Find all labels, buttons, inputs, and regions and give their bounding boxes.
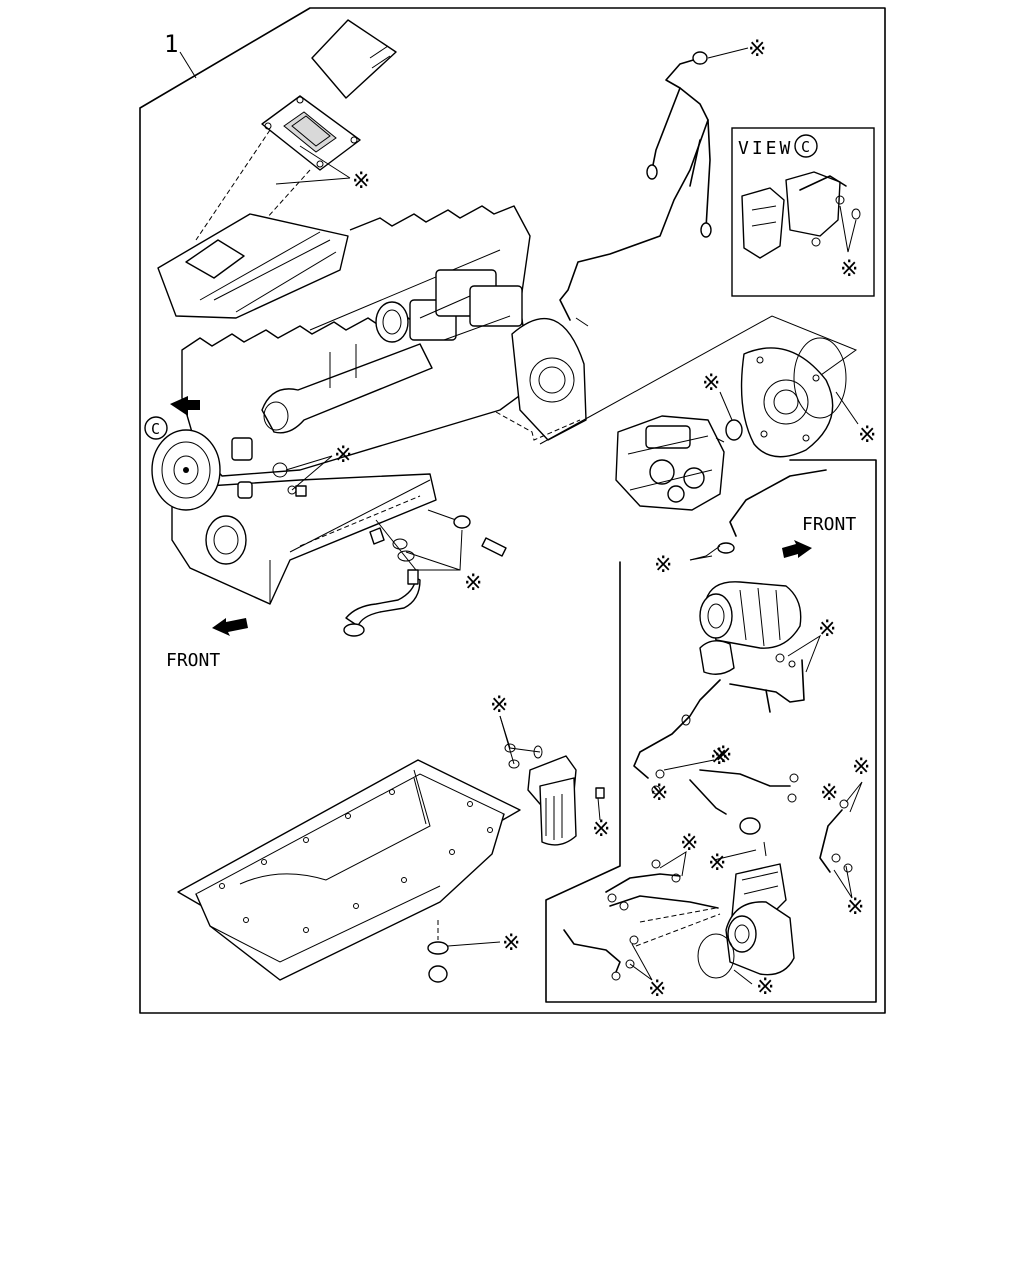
supply-mark: ※: [852, 755, 870, 780]
supply-mark: ※: [490, 693, 508, 718]
injection-pump-assembly: [615, 337, 859, 511]
view-c-detail: VIEW C: [731, 127, 875, 297]
supply-mark: ※: [352, 169, 370, 194]
turbo-section-frame: [545, 459, 877, 1003]
supply-mark: ※: [708, 851, 726, 876]
supply-mark: ※: [502, 931, 520, 956]
supply-mark: ※: [820, 781, 838, 806]
view-direction-arrow-icon: [170, 396, 200, 416]
view-c-marker: C: [144, 396, 200, 440]
injection-pipe-set: [559, 47, 749, 327]
engine-block-assembly: [151, 205, 587, 605]
supply-mark: ※: [846, 895, 864, 920]
view-marker-letter: C: [151, 420, 160, 438]
supply-mark: ※: [334, 443, 352, 468]
supply-mark: ※: [648, 977, 666, 1002]
supply-mark: ※: [654, 553, 672, 578]
oil-filter-assembly: [499, 715, 605, 846]
callout-number-1: 1: [164, 30, 178, 58]
supply-mark: ※: [818, 617, 836, 642]
front-direction-left: FRONT: [166, 618, 248, 671]
supply-mark: ※: [592, 817, 610, 842]
supply-mark: ※: [858, 423, 876, 448]
supply-mark: ※: [702, 371, 720, 396]
turbocharger-assembly: [633, 469, 827, 857]
supply-mark: ※: [680, 831, 698, 856]
supply-mark: ※: [650, 781, 668, 806]
supply-mark: ※: [756, 975, 774, 1000]
front-label-left: FRONT: [166, 650, 220, 671]
diagram-frame: 1: [139, 7, 886, 1014]
view-c-label: VIEW: [738, 138, 793, 159]
view-c-letter: C: [801, 138, 810, 156]
oil-pan-assembly: [177, 759, 521, 983]
oil-strainer-set: [343, 509, 507, 637]
section-divider: [539, 315, 858, 445]
supply-mark: ※: [710, 745, 728, 770]
front-label-right: FRONT: [802, 514, 856, 535]
supply-mark: ※: [840, 257, 858, 282]
supply-mark: ※: [714, 743, 732, 768]
supply-mark: ※: [748, 37, 766, 62]
front-arrow-icon: [212, 618, 248, 636]
front-direction-right: FRONT: [782, 514, 856, 558]
air-compressor-assembly: [563, 781, 863, 985]
rocker-cover-gasket-set: [195, 19, 397, 269]
oil-pan-bolt-holes: [219, 789, 493, 933]
front-arrow-icon: [782, 540, 812, 558]
supply-mark: ※: [464, 571, 482, 596]
